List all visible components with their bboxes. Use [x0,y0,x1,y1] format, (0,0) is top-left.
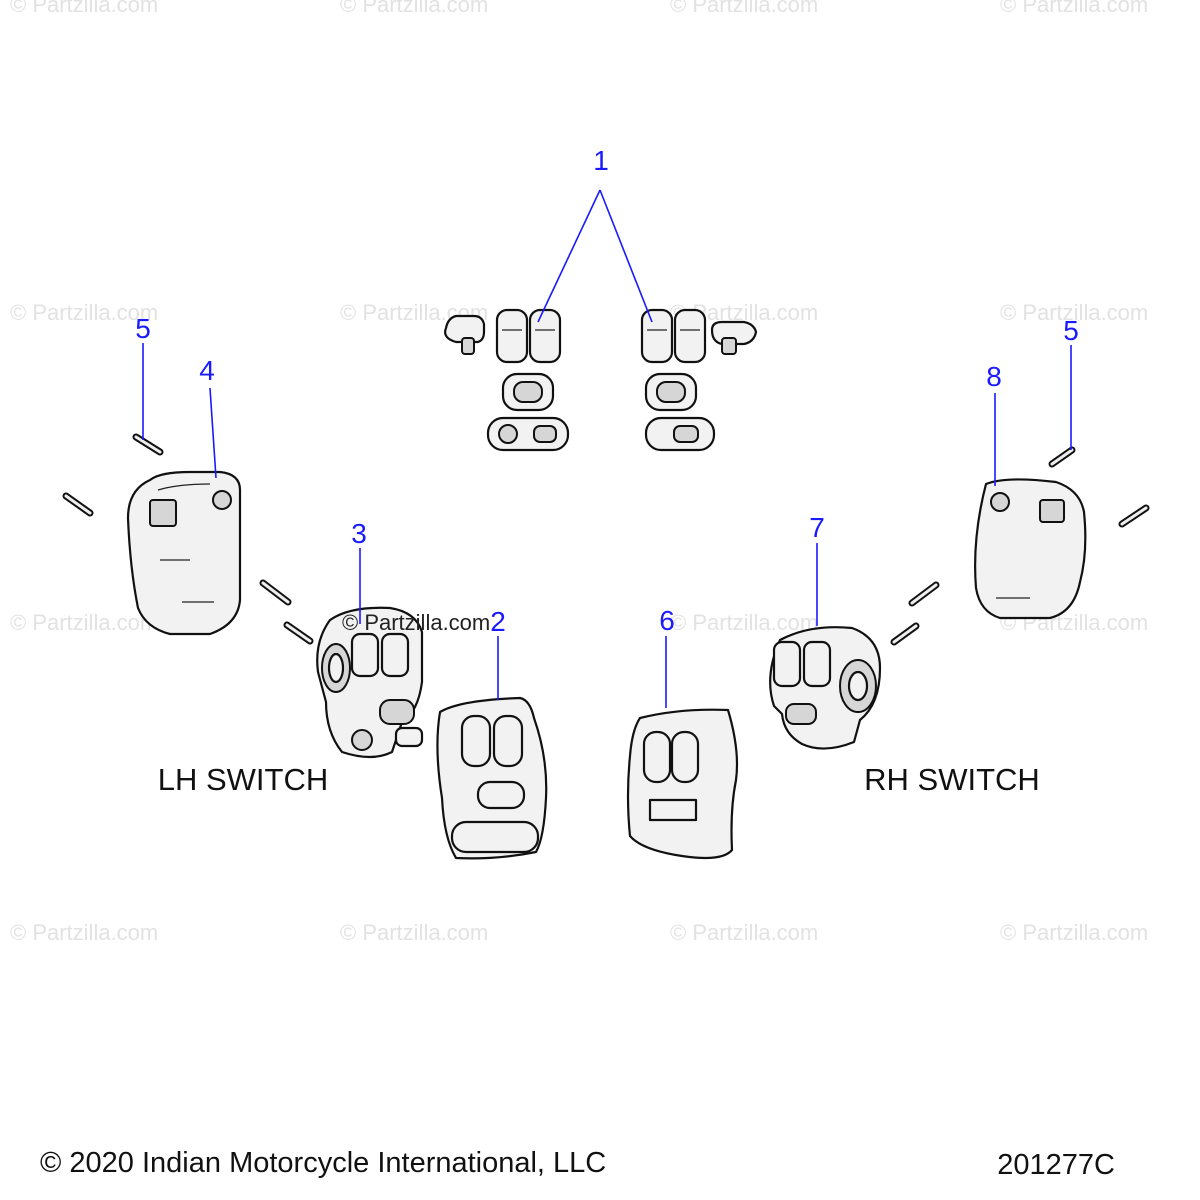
screw-left-mid-2 [283,621,314,645]
switch-buttons-right-set [640,308,758,452]
callout-7: 7 [809,512,825,543]
callout-5-right: 5 [1063,315,1079,346]
leader-lines [142,189,1072,708]
callout-2: 2 [490,606,506,637]
callout-numbers: 1 5 4 3 2 6 7 8 5 [135,145,1079,637]
callout-1: 1 [593,145,609,176]
callout-6: 6 [659,605,675,636]
screw-left-top [132,433,164,456]
watermark: © Partzilla.com [670,0,818,17]
callout-5-left: 5 [135,313,151,344]
leader-1-left [537,189,601,323]
watermark: © Partzilla.com [10,920,158,945]
screw-left-outer [62,492,94,517]
rh-switch-label: RH SWITCH [864,762,1040,797]
rh-switch-assembly [769,626,882,750]
watermark: © Partzilla.com [670,920,818,945]
lh-switch-label: LH SWITCH [158,762,329,797]
screw-right-outer [1118,504,1150,528]
document-number: 201277C [997,1149,1115,1181]
lh-switch-housing [126,470,242,636]
screws [62,433,1150,646]
watermark-overlay: © Partzilla.com [342,610,490,635]
watermark: © Partzilla.com [1000,300,1148,325]
screw-right-mid-1 [908,581,940,607]
rh-switch-housing [974,478,1087,620]
watermark: © Partzilla.com [1000,920,1148,945]
screw-right-mid-2 [890,622,920,646]
callout-4: 4 [199,355,215,386]
rh-switch-cover [626,708,739,860]
screw-left-mid-1 [259,579,292,606]
watermark: © Partzilla.com [340,0,488,17]
watermark: © Partzilla.com [10,610,158,635]
leader-1-right [599,189,653,323]
callout-8: 8 [986,361,1002,392]
watermark: © Partzilla.com [1000,0,1148,17]
watermark: © Partzilla.com [670,610,818,635]
watermark: © Partzilla.com [10,300,158,325]
copyright-notice: © 2020 Indian Motorcycle International, … [40,1147,606,1179]
watermark: © Partzilla.com [10,0,158,17]
lh-switch-cover [436,696,548,860]
leader-4 [209,387,217,479]
callout-3: 3 [351,518,367,549]
switch-buttons-left-set [444,308,570,452]
watermark: © Partzilla.com [340,920,488,945]
screw-right-top [1048,446,1076,468]
lh-switch-assembly [316,606,424,759]
